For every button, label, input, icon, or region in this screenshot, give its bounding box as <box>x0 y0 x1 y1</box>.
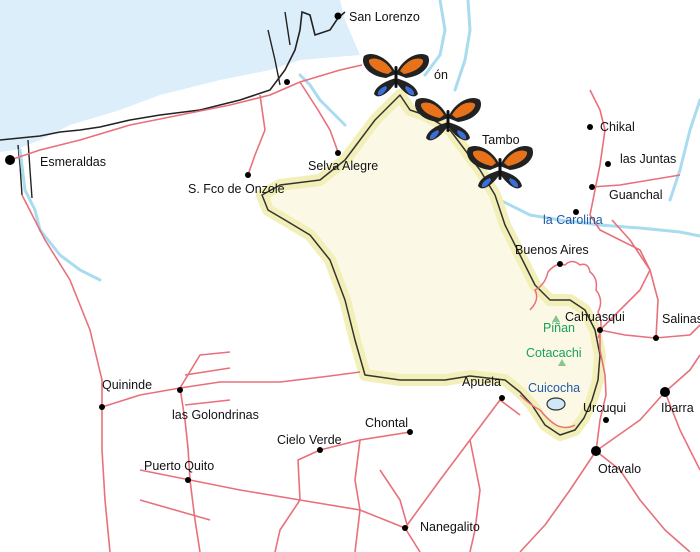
sea <box>0 0 360 152</box>
town-dot-san-lorenzo[interactable] <box>334 12 342 20</box>
town-dot-cielo-verde[interactable] <box>317 447 323 453</box>
town-dot-la-carolina[interactable] <box>573 209 579 215</box>
label-pinan: Piñan <box>543 321 575 335</box>
label-esmeraldas: Esmeraldas <box>40 155 106 169</box>
label-ibarra: Ibarra <box>661 401 694 415</box>
label-apuela: Apuela <box>462 375 501 389</box>
town-dot-puerto-quito[interactable] <box>185 477 191 483</box>
town-dot-las-juntas[interactable] <box>605 161 611 167</box>
town-dot-guanchal[interactable] <box>589 184 595 190</box>
label-cielo-verde: Cielo Verde <box>277 433 342 447</box>
label-nanegalito: Nanegalito <box>420 520 480 534</box>
label-otavalo: Otavalo <box>598 462 641 476</box>
label-las-juntas: las Juntas <box>620 152 676 166</box>
pinan-peak-marker <box>552 315 560 322</box>
town-dot-chontal[interactable] <box>407 429 413 435</box>
label-buenos-aires: Buenos Aires <box>515 243 589 257</box>
town-dot-apuela[interactable] <box>499 395 505 401</box>
cuicocha-lake <box>546 397 566 411</box>
reserve-outline <box>261 94 601 436</box>
coastline-channel <box>267 11 291 86</box>
label-guanchal: Guanchal <box>609 188 663 202</box>
label-chikal: Chikal <box>600 120 635 134</box>
town-dot-quininde[interactable] <box>99 404 105 410</box>
town-dot-buenos-aires[interactable] <box>557 261 563 267</box>
label-tambo: Tambo <box>482 133 520 147</box>
label-cahuasqui: Cahuasqui <box>565 310 625 324</box>
town-dot-s-fco-de-onzole[interactable] <box>245 172 251 178</box>
label-chontal: Chontal <box>365 416 408 430</box>
town-dots <box>5 12 670 531</box>
label-on: ón <box>434 68 448 82</box>
town-dot-esmeraldas[interactable] <box>5 155 15 165</box>
roads <box>9 64 700 552</box>
town-dot-ibarra[interactable] <box>660 387 670 397</box>
label-san-lorenzo: San Lorenzo <box>349 10 420 24</box>
town-dot-junction[interactable] <box>284 79 290 85</box>
town-dot-las-golondrinas[interactable] <box>177 387 183 393</box>
label-cuicocha: Cuicocha <box>528 381 580 395</box>
label-urcuqui: Urcuqui <box>583 401 626 415</box>
cotacachi-peak-marker <box>558 359 566 366</box>
label-puerto-quito: Puerto Quito <box>144 459 214 473</box>
esmeraldas-estuary <box>17 139 33 199</box>
town-labels: San Lorenzo Esmeraldas Selva Alegre S. F… <box>40 10 700 534</box>
label-cotacachi: Cotacachi <box>526 346 582 360</box>
label-la-carolina: la Carolina <box>543 213 603 227</box>
label-quininde: Quininde <box>102 378 152 392</box>
label-s-fco-de-onzole: S. Fco de Onzole <box>188 182 285 196</box>
town-dot-otavalo[interactable] <box>591 446 601 456</box>
town-dot-chikal[interactable] <box>587 124 593 130</box>
label-selva-alegre: Selva Alegre <box>308 159 378 173</box>
town-dot-nanegalito[interactable] <box>402 525 408 531</box>
label-las-golondrinas: las Golondrinas <box>172 408 259 422</box>
label-salinas: Salinas <box>662 312 700 326</box>
district-boundary <box>519 260 602 429</box>
town-dot-selva-alegre[interactable] <box>335 150 341 156</box>
butterfly-icon <box>362 54 430 97</box>
town-dot-salinas[interactable] <box>653 335 659 341</box>
coastline <box>0 10 346 141</box>
town-dot-urcuqui[interactable] <box>603 417 609 423</box>
town-dot-cahuasqui[interactable] <box>597 327 603 333</box>
